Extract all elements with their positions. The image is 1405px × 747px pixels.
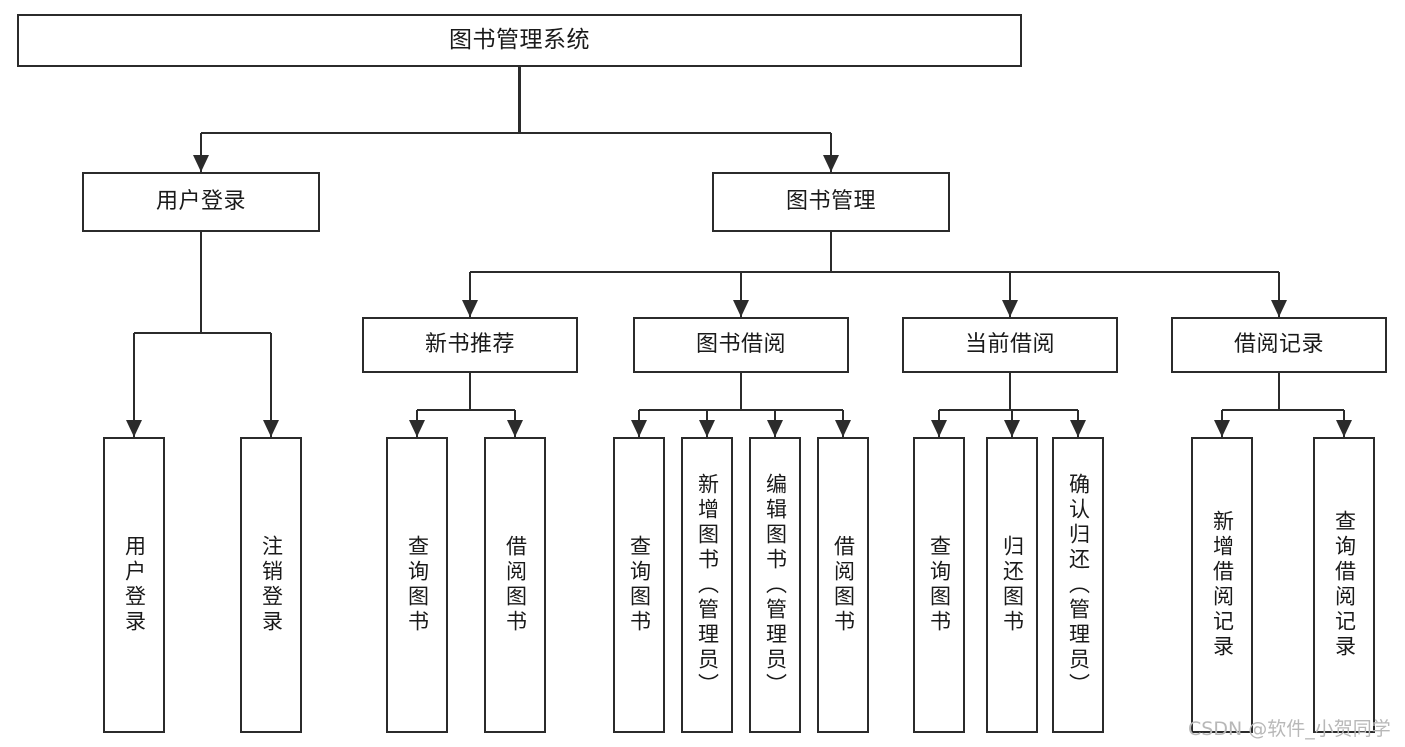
node-leaf-confirm-ret[interactable]: 确认归还（管理员） [1052, 437, 1104, 733]
connector-branch-book-manage [829, 133, 833, 172]
connector-bus-book-manage [470, 270, 1279, 274]
node-label-leaf-confirm-ret: 确认归还（管理员） [1066, 472, 1091, 698]
arrowhead-borrow-record [1271, 300, 1287, 317]
node-label-leaf-query-book-2: 查询图书 [627, 535, 652, 635]
connector-branch-borrow-record [1277, 272, 1281, 317]
connector-trunk-new-book-rec [468, 373, 472, 410]
node-label-new-book-rec: 新书推荐 [424, 332, 515, 358]
connector-bus-root [201, 131, 831, 135]
arrowhead-user-login [193, 155, 209, 172]
node-label-leaf-query-record: 查询借阅记录 [1332, 510, 1357, 660]
node-label-leaf-borrow-book-1: 借阅图书 [503, 535, 528, 635]
connector-branch-book-borrow [739, 272, 743, 317]
connector-trunk-book-manage [829, 232, 833, 272]
arrowhead-leaf-user-login [126, 420, 142, 437]
arrowhead-leaf-query-book-3 [931, 420, 947, 437]
connector-trunk-user-login [199, 232, 203, 333]
node-label-current-borrow: 当前借阅 [964, 332, 1055, 358]
connector-branch-leaf-user-login [132, 333, 136, 437]
node-label-root: 图书管理系统 [449, 27, 590, 54]
connector-branch-current-borrow [1008, 272, 1012, 317]
node-label-leaf-user-login: 用户登录 [122, 535, 147, 635]
node-leaf-edit-book[interactable]: 编辑图书（管理员） [749, 437, 801, 733]
connector-bus-borrow-record [1222, 408, 1344, 412]
node-book-borrow[interactable]: 图书借阅 [633, 317, 849, 373]
node-label-leaf-user-logout: 注销登录 [259, 535, 284, 635]
node-leaf-add-record[interactable]: 新增借阅记录 [1191, 437, 1253, 733]
node-leaf-borrow-book-2[interactable]: 借阅图书 [817, 437, 869, 733]
connector-bus-user-login [134, 331, 271, 335]
arrowhead-book-borrow [733, 300, 749, 317]
node-label-leaf-add-record: 新增借阅记录 [1210, 510, 1235, 660]
connector-branch-user-login [199, 133, 203, 172]
connector-bus-book-borrow [639, 408, 843, 412]
arrowhead-leaf-borrow-book-2 [835, 420, 851, 437]
arrowhead-book-manage [823, 155, 839, 172]
connector-trunk-borrow-record [1277, 373, 1281, 410]
node-book-manage[interactable]: 图书管理 [712, 172, 950, 232]
arrowhead-leaf-query-book-1 [409, 420, 425, 437]
node-leaf-user-logout[interactable]: 注销登录 [240, 437, 302, 733]
node-leaf-return-book[interactable]: 归还图书 [986, 437, 1038, 733]
connector-branch-new-book-rec [468, 272, 472, 317]
connector-branch-leaf-user-logout [269, 333, 273, 437]
arrowhead-leaf-add-record [1214, 420, 1230, 437]
node-label-leaf-edit-book: 编辑图书（管理员） [763, 472, 788, 698]
node-user-login[interactable]: 用户登录 [82, 172, 320, 232]
node-leaf-query-record[interactable]: 查询借阅记录 [1313, 437, 1375, 733]
connector-trunk-book-borrow [739, 373, 743, 410]
node-current-borrow[interactable]: 当前借阅 [902, 317, 1118, 373]
arrowhead-leaf-return-book [1004, 420, 1020, 437]
arrowhead-leaf-query-record [1336, 420, 1352, 437]
node-label-leaf-query-book-1: 查询图书 [405, 535, 430, 635]
arrowhead-leaf-user-logout [263, 420, 279, 437]
node-label-borrow-record: 借阅记录 [1233, 332, 1324, 358]
node-leaf-user-login[interactable]: 用户登录 [103, 437, 165, 733]
node-label-leaf-return-book: 归还图书 [1000, 535, 1025, 635]
node-leaf-add-book[interactable]: 新增图书（管理员） [681, 437, 733, 733]
node-label-leaf-borrow-book-2: 借阅图书 [831, 535, 856, 635]
arrowhead-leaf-confirm-ret [1070, 420, 1086, 437]
arrowhead-leaf-edit-book [767, 420, 783, 437]
node-root[interactable]: 图书管理系统 [17, 14, 1022, 67]
node-leaf-query-book-1[interactable]: 查询图书 [386, 437, 448, 733]
node-borrow-record[interactable]: 借阅记录 [1171, 317, 1387, 373]
node-leaf-query-book-3[interactable]: 查询图书 [913, 437, 965, 733]
arrowhead-leaf-query-book-2 [631, 420, 647, 437]
arrowhead-leaf-borrow-book-1 [507, 420, 523, 437]
node-label-leaf-add-book: 新增图书（管理员） [695, 472, 720, 698]
node-label-book-manage: 图书管理 [785, 189, 876, 215]
connector-bus-current-borrow [939, 408, 1078, 412]
node-leaf-query-book-2[interactable]: 查询图书 [613, 437, 665, 733]
connector-bus-new-book-rec [417, 408, 515, 412]
connector-trunk-root [518, 67, 521, 133]
arrowhead-new-book-rec [462, 300, 478, 317]
connector-trunk-current-borrow [1008, 373, 1012, 410]
arrowhead-leaf-add-book [699, 420, 715, 437]
arrowhead-current-borrow [1002, 300, 1018, 317]
node-label-user-login: 用户登录 [155, 189, 246, 215]
node-new-book-rec[interactable]: 新书推荐 [362, 317, 578, 373]
node-label-book-borrow: 图书借阅 [695, 332, 786, 358]
node-leaf-borrow-book-1[interactable]: 借阅图书 [484, 437, 546, 733]
node-label-leaf-query-book-3: 查询图书 [927, 535, 952, 635]
